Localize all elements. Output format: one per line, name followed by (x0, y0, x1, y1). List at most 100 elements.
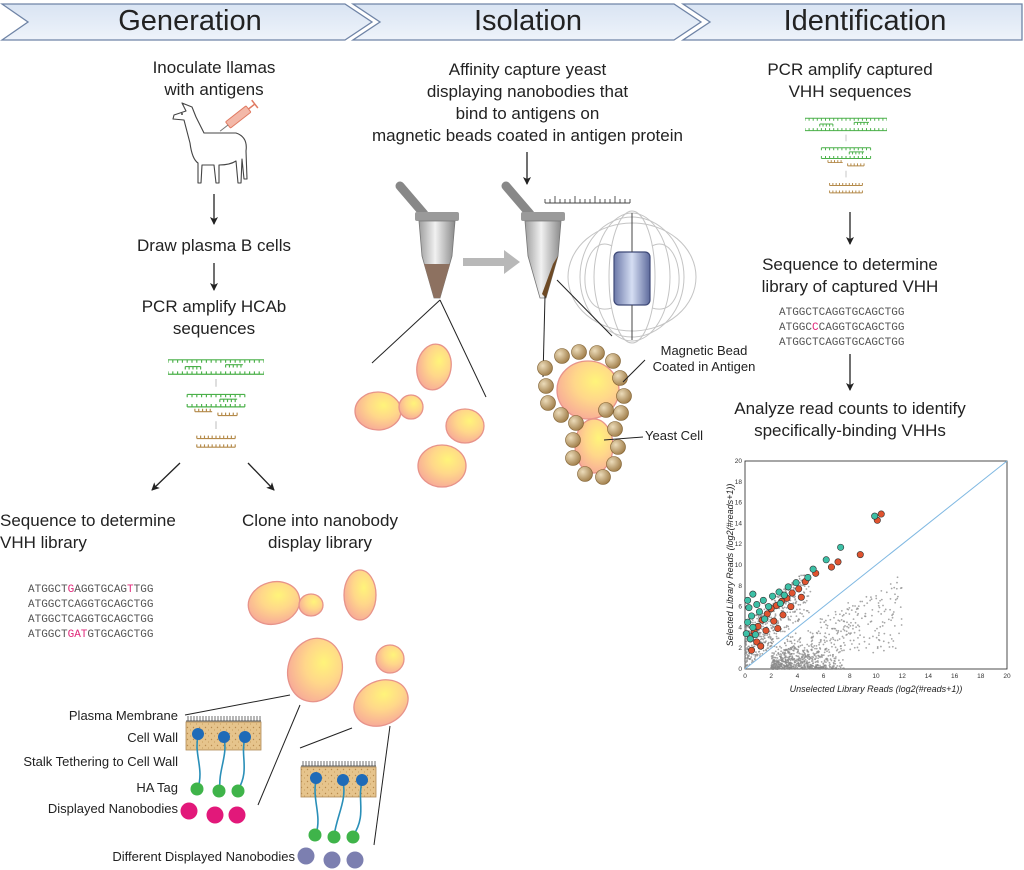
data-point-series-0 (774, 624, 782, 632)
x-tick-label: 12 (899, 673, 907, 680)
display-library-yeast (247, 569, 409, 727)
data-point-series-1 (748, 612, 756, 620)
y-tick-label: 18 (735, 479, 743, 486)
sequence-line: ATGGCTCAGGTGCAGCTGG (779, 337, 905, 349)
data-point-series-1 (759, 596, 767, 604)
step-affinity-capture: Affinity capture yeast displaying nanobo… (372, 60, 683, 145)
data-point-series-1 (744, 596, 752, 604)
branch-clone-library: Clone into nanobody display library (242, 511, 398, 552)
data-point-series-0 (787, 603, 795, 611)
data-point-series-1 (809, 565, 817, 573)
data-point-series-1 (761, 615, 769, 623)
data-point-series-1 (755, 608, 763, 616)
pcr-amplification-icon (168, 359, 264, 448)
data-point-series-0 (757, 642, 765, 650)
x-axis-label: Unselected Library Reads (log2(#reads+1)… (790, 684, 963, 694)
data-point-series-1 (749, 590, 757, 598)
stage-title-identification: Identification (783, 5, 947, 37)
isolation-graphics (354, 152, 697, 488)
branch-sequence-library: Sequence to determine VHH library (0, 511, 176, 552)
y-tick-label: 6 (738, 604, 742, 611)
x-tick-label: 8 (848, 673, 852, 680)
captured-vhh-sequences: ATGGCTCAGGTGCAGCTGG ATGGCCCAGGTGCAGCTGG AT… (779, 306, 904, 351)
step-inoculate: Inoculate llamas with antigens (152, 58, 276, 99)
data-point-series-1 (792, 579, 800, 587)
tube-2 (501, 181, 565, 299)
step-pcr-hcab: PCR amplify HCAb sequences (141, 297, 287, 338)
data-point-series-1 (776, 599, 784, 607)
generation-arrows (151, 194, 275, 491)
y-tick-label: 12 (735, 541, 743, 548)
magnet-icon (613, 251, 651, 306)
x-tick-label: 18 (977, 673, 985, 680)
x-tick-label: 6 (822, 673, 826, 680)
chevron-isolation (350, 3, 703, 41)
data-point-series-0 (877, 510, 885, 518)
label-different-nanobodies: Different Displayed Nanobodies (112, 849, 295, 864)
data-point-series-1 (780, 591, 788, 599)
zoom-lines (184, 694, 391, 846)
data-point-series-0 (795, 585, 803, 593)
step-pcr-captured: PCR amplify captured VHH sequences (767, 60, 933, 101)
y-tick-label: 14 (735, 520, 743, 527)
step-draw-plasma: Draw plasma B cells (137, 236, 291, 255)
data-point-series-1 (871, 512, 879, 520)
vhh-sequences: ATGGCTGAGGTGCAGTTGG ATGGCTCAGGTGCAGCTGG AT… (28, 583, 153, 643)
y-tick-label: 0 (738, 666, 742, 673)
y-axis-label: Selected Library Reads (log2(#reads+1)) (725, 484, 735, 647)
y-tick-label: 20 (735, 458, 743, 465)
label-displayed-nanobodies: Displayed Nanobodies (47, 801, 178, 816)
chevron-identification (680, 3, 1023, 41)
plasma-membrane (186, 716, 261, 722)
data-point-series-1 (784, 583, 792, 591)
x-tick-label: 14 (925, 673, 933, 680)
x-tick-label: 16 (951, 673, 959, 680)
data-point-series-0 (779, 611, 787, 619)
sequence-line: ATGGCTCAGGTGCAGCTGG (28, 614, 154, 626)
membrane-schematic-1 (180, 716, 262, 824)
data-point-series-1 (769, 592, 777, 600)
label-magnetic-bead: Magnetic Bead Coated in Antigen (652, 343, 756, 374)
syringe-icon (219, 99, 259, 132)
y-tick-label: 10 (735, 562, 743, 569)
data-point-series-1 (775, 588, 783, 596)
data-point-series-1 (822, 556, 830, 564)
transfer-arrow (463, 250, 520, 274)
data-point-series-1 (837, 543, 845, 551)
stage-headers (0, 3, 1023, 41)
step-analyze-reads: Analyze read counts to identify specific… (734, 399, 966, 440)
pcr-amplification-captured-icon (805, 117, 887, 194)
data-point-series-1 (745, 604, 753, 612)
x-tick-label: 2 (769, 673, 773, 680)
data-point-series-0 (762, 627, 770, 635)
data-point-series-1 (746, 635, 754, 643)
ruler-icon (544, 196, 631, 204)
data-point-series-1 (804, 573, 812, 581)
data-point-series-0 (834, 558, 842, 566)
sequence-line: ATGGCTCAGGTGCAGCTGG (28, 599, 154, 611)
sequence-line: ATGGCTGAGGTGCAGTTGG (28, 584, 154, 596)
label-yeast-cell: Yeast Cell (645, 428, 704, 443)
unbound-yeast (354, 343, 485, 488)
stage-title-generation: Generation (118, 5, 262, 37)
x-tick-label: 20 (1003, 673, 1011, 680)
label-ha-tag: HA Tag (136, 780, 178, 795)
data-point-series-0 (770, 617, 778, 625)
llama-illustration (172, 99, 259, 184)
membrane-schematic-2 (297, 761, 377, 869)
data-point-series-1 (751, 631, 759, 639)
sequence-line: ATGGCCCAGGTGCAGCTGG (779, 322, 905, 334)
sequence-line: ATGGCTCAGGTGCAGCTGG (779, 307, 905, 319)
data-point-series-0 (788, 589, 796, 597)
y-tick-label: 16 (735, 500, 743, 507)
data-point-series-1 (753, 601, 761, 609)
data-point-series-0 (827, 563, 835, 571)
data-point-series-0 (797, 593, 805, 601)
label-cell-wall: Cell Wall (127, 730, 178, 745)
label-stalk: Stalk Tethering to Cell Wall (23, 754, 178, 769)
x-tick-label: 4 (796, 673, 800, 680)
data-point-series-1 (765, 603, 773, 611)
data-point-series-1 (749, 623, 757, 631)
